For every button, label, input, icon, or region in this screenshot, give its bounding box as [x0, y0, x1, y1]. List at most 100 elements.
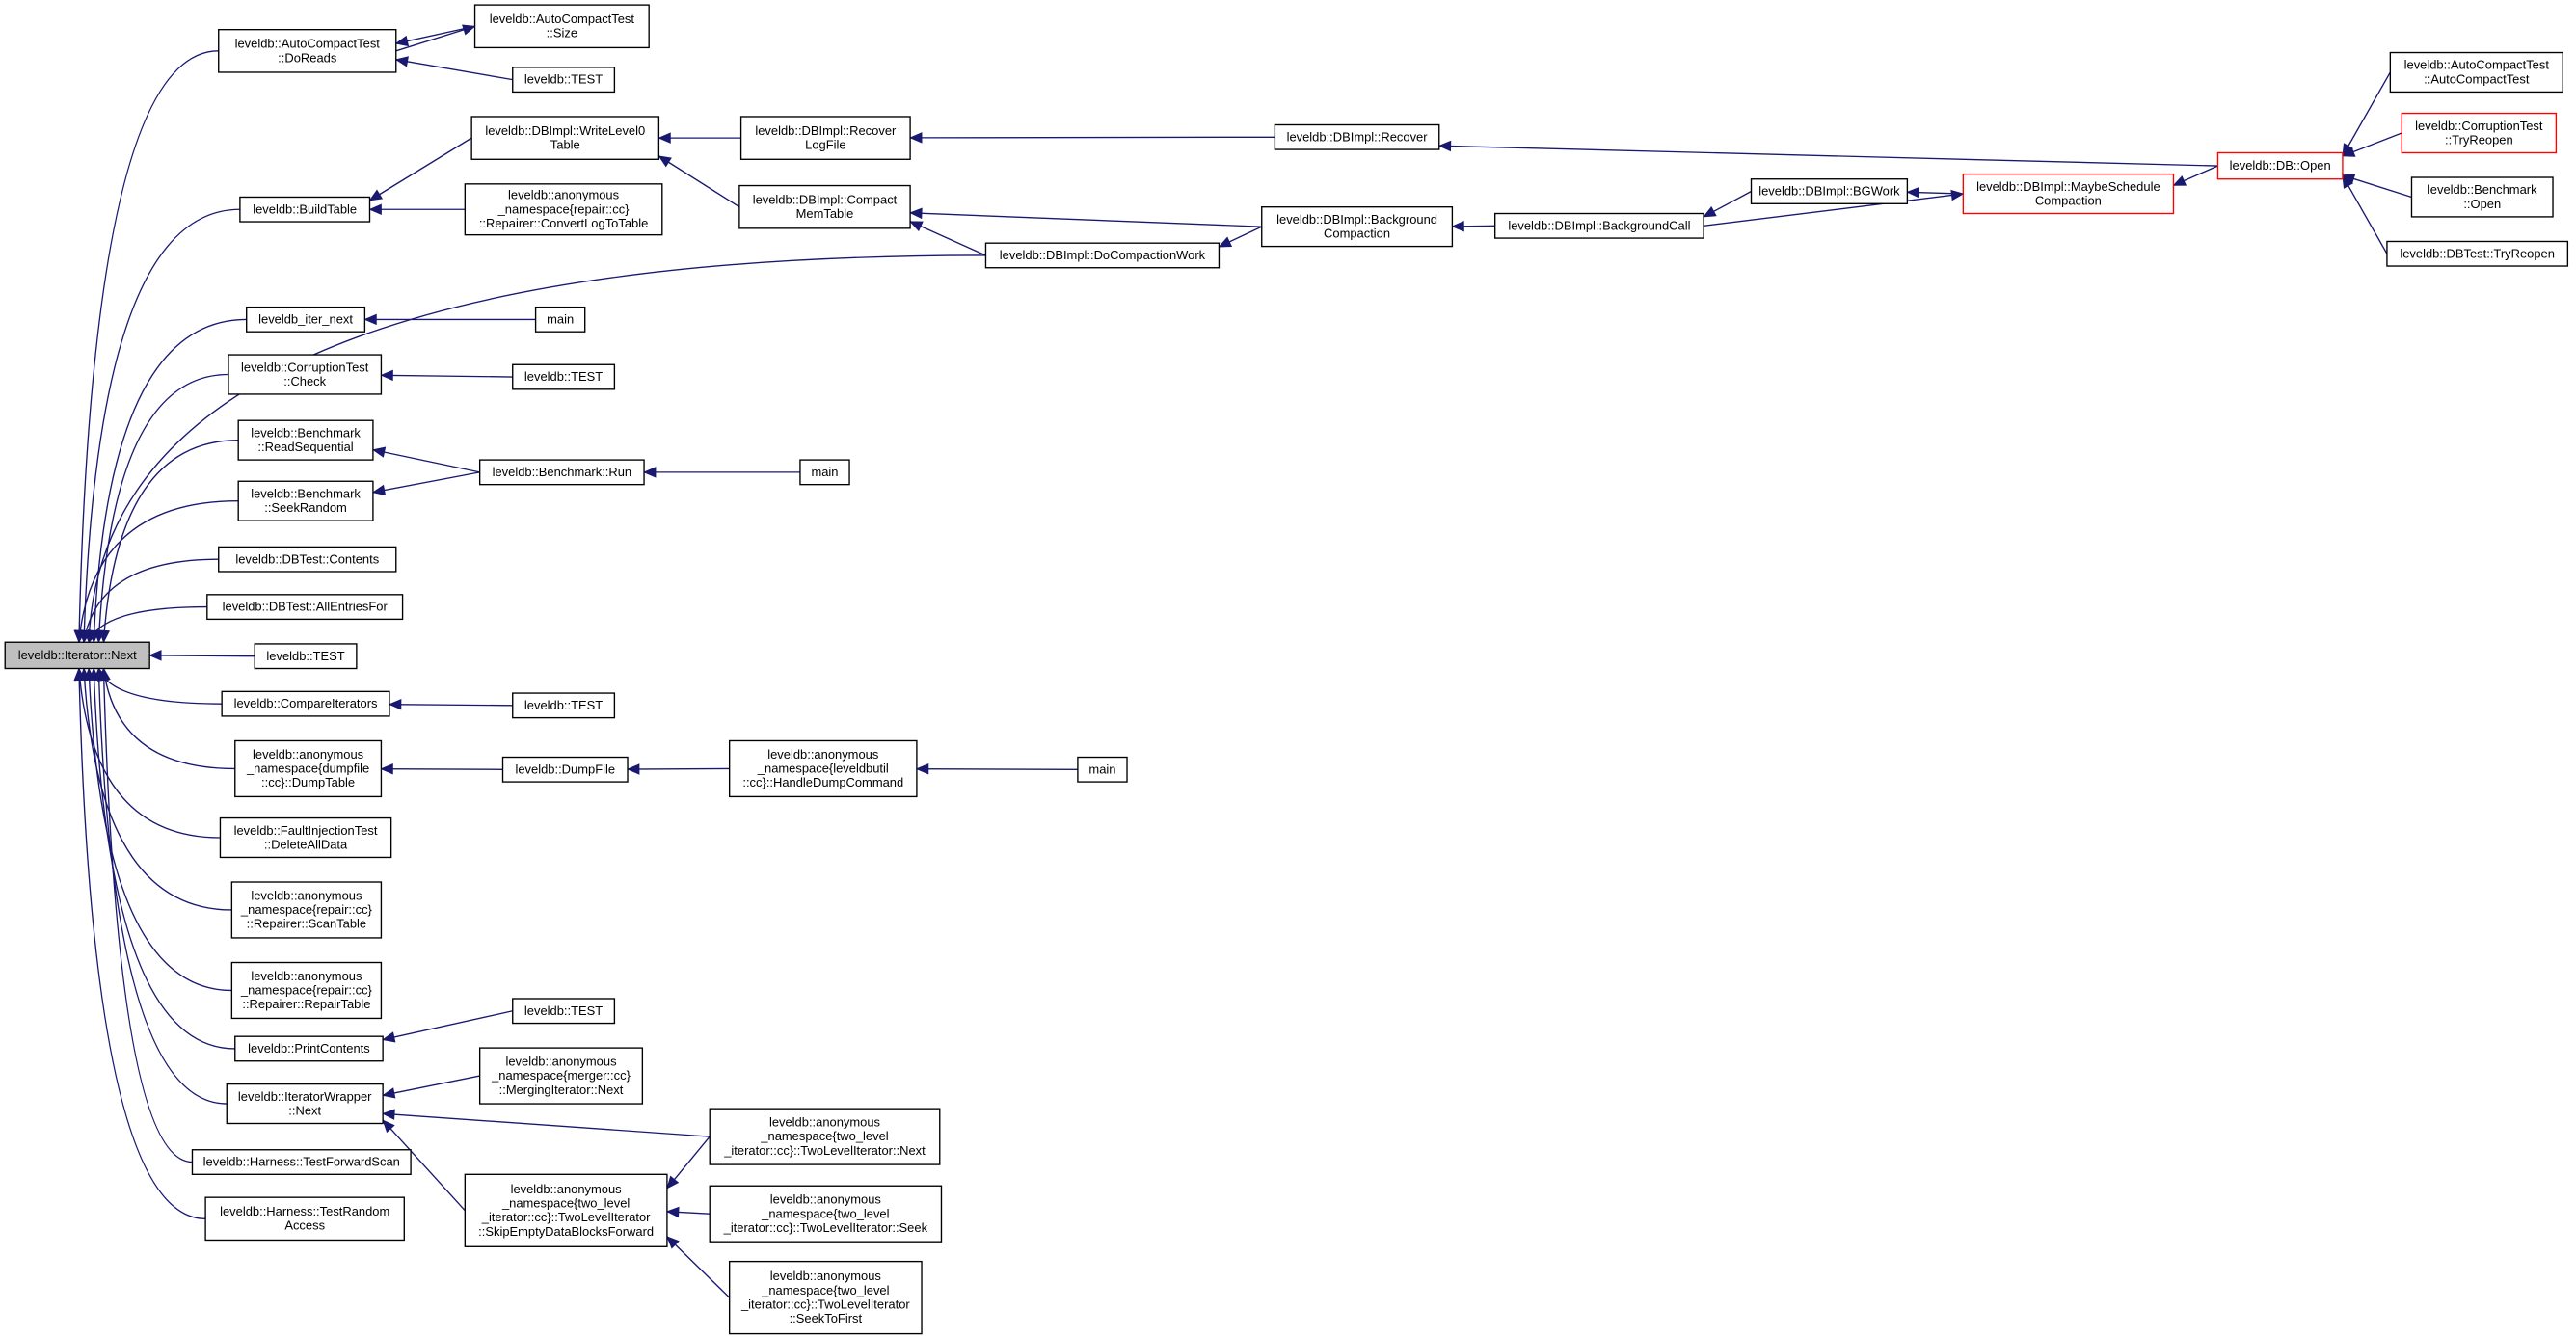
node-box [2389, 51, 2563, 94]
edge-randaccess-to-next [78, 668, 206, 1219]
node-label: ::Size [547, 26, 577, 40]
node-seekrandom[interactable]: leveldb::Benchmark::SeekRandom [237, 480, 374, 521]
node-contents[interactable]: leveldb::DBTest::Contents [218, 546, 397, 573]
node-buildtable[interactable]: leveldb::BuildTable [239, 196, 371, 223]
node-label: ::DeleteAllData [264, 837, 348, 851]
node-label: _namespace{repair::cc} [240, 983, 373, 998]
node-allentries[interactable]: leveldb::DBTest::AllEntriesFor [206, 594, 404, 621]
node-compareit[interactable]: leveldb::CompareIterators [221, 690, 390, 717]
edge-benchopen-to-dbopen [2342, 174, 2412, 199]
edge-tlnext-to-itwrapper [383, 1112, 711, 1137]
node-label: _namespace{two_level [501, 1196, 630, 1211]
node-ctreopen[interactable]: leveldb::CorruptionTest::TryReopen [2401, 112, 2558, 154]
node-label: main [1088, 762, 1115, 776]
node-repairtable[interactable]: leveldb::anonymous_namespace{repair::cc}… [230, 961, 383, 1020]
node-label: leveldb::anonymous [508, 188, 619, 202]
node-doreads[interactable]: leveldb::AutoCompactTest::DoReads [218, 28, 397, 73]
node-dbopen[interactable]: leveldb::DB::Open [2216, 151, 2344, 180]
node-label: ::ReadSequential [257, 440, 353, 454]
node-size[interactable]: leveldb::AutoCompactTest::Size [473, 4, 650, 49]
node-box [1077, 756, 1128, 783]
node-test1[interactable]: leveldb::TEST [512, 67, 616, 94]
node-box [218, 546, 397, 573]
node-box [709, 1185, 943, 1243]
node-box [478, 459, 645, 486]
edge-seekrandom-to-next [78, 500, 239, 643]
node-main1[interactable]: main [534, 306, 586, 333]
node-readseq[interactable]: leveldb::Benchmark::ReadSequential [237, 419, 374, 461]
node-label: ::Check [283, 374, 326, 388]
node-scantable[interactable]: leveldb::anonymous_namespace{repair::cc}… [230, 881, 383, 939]
edge-repairtable-to-next [88, 668, 232, 992]
node-bgwork[interactable]: leveldb::DBImpl::BGWork [1750, 178, 1909, 204]
arrowhead-icon [148, 650, 162, 661]
node-recover[interactable]: leveldb::DBImpl::Recover [1274, 123, 1440, 150]
node-label: leveldb::Benchmark [251, 425, 361, 440]
arrowhead-icon [909, 221, 924, 232]
node-label: leveldb::Iterator::Next [18, 648, 137, 662]
arrowhead-icon [394, 56, 409, 67]
node-box [512, 998, 616, 1025]
edge-tlseekfirst-to-skipempty [666, 1236, 731, 1298]
node-skipempty[interactable]: leveldb::anonymous_namespace{two_level_i… [464, 1173, 668, 1247]
arrowhead-icon [368, 203, 382, 216]
node-bgcall[interactable]: leveldb::DBImpl::BackgroundCall [1494, 212, 1704, 239]
node-box [4, 641, 150, 670]
edge-test2-to-ctcheck [381, 374, 513, 378]
arrowhead-icon [657, 155, 672, 168]
node-handledump[interactable]: leveldb::anonymous_namespace{leveldbutil… [728, 739, 918, 798]
arrowhead-icon [368, 189, 384, 201]
node-act[interactable]: leveldb::AutoCompactTest::AutoCompactTes… [2389, 51, 2563, 94]
node-fwdscan[interactable]: leveldb::Harness::TestForwardScan [191, 1149, 412, 1175]
node-printcontents[interactable]: leveldb::PrintContents [234, 1035, 384, 1062]
node-benchrun[interactable]: leveldb::Benchmark::Run [478, 459, 645, 486]
arrowhead-icon [98, 629, 111, 644]
node-label: leveldb::Harness::TestForwardScan [203, 1155, 400, 1169]
node-test2[interactable]: leveldb::TEST [512, 363, 616, 390]
node-tlseekfirst[interactable]: leveldb::anonymous_namespace{two_level_i… [728, 1260, 923, 1335]
node-benchopen[interactable]: leveldb::Benchmark::Open [2410, 176, 2554, 218]
node-tlnext[interactable]: leveldb::anonymous_namespace{two_level_i… [709, 1108, 941, 1165]
node-label: _namespace{repair::cc} [497, 201, 631, 216]
arrowhead-icon [666, 1175, 680, 1190]
node-main3[interactable]: main [1077, 756, 1128, 783]
node-next[interactable]: leveldb::Iterator::Next [4, 641, 150, 670]
node-itwrapper[interactable]: leveldb::IteratorWrapper::Next [226, 1083, 384, 1125]
edge-contents-to-next [83, 558, 219, 643]
edge-merging-to-itwrapper [382, 1075, 480, 1097]
edge-bgcall-to-maybesched [1704, 193, 1964, 227]
node-test4[interactable]: leveldb::TEST [512, 998, 616, 1025]
node-box [237, 480, 374, 521]
node-convlog[interactable]: leveldb::anonymous_namespace{repair::cc}… [464, 183, 663, 236]
node-box [1750, 178, 1909, 204]
node-label: main [811, 465, 838, 479]
edge-doreads-to-size [395, 25, 475, 52]
node-docompaction[interactable]: leveldb::DBImpl::DoCompactionWork [984, 242, 1221, 269]
node-label: LogFile [805, 138, 845, 152]
node-merging[interactable]: leveldb::anonymous_namespace{merger::cc}… [478, 1047, 644, 1105]
node-label: ::cc}::HandleDumpCommand [742, 775, 903, 789]
node-dumptable[interactable]: leveldb::anonymous_namespace{dumpfile::c… [234, 739, 383, 798]
node-label: ::Repairer::ScanTable [247, 917, 366, 931]
node-dumpfile[interactable]: leveldb::DumpFile [501, 756, 629, 783]
node-tlseek[interactable]: leveldb::anonymous_namespace{two_level_i… [709, 1185, 943, 1243]
node-test3[interactable]: leveldb::TEST [254, 643, 358, 670]
edge-doreads-to-next [78, 50, 219, 643]
node-ctcheck[interactable]: leveldb::CorruptionTest::Check [228, 354, 383, 395]
node-test5[interactable]: leveldb::TEST [512, 692, 616, 719]
node-deleteall[interactable]: leveldb::FaultInjectionTest::DeleteAllDa… [219, 816, 392, 859]
arrowhead-icon [382, 1109, 395, 1120]
node-dbtreopen[interactable]: leveldb::DBTest::TryReopen [2386, 240, 2569, 267]
node-iternext[interactable]: leveldb_iter_next [246, 306, 366, 333]
arrowhead-icon [642, 467, 657, 478]
node-main2[interactable]: main [799, 459, 850, 486]
arrowhead-icon [98, 667, 110, 682]
arrowhead-icon [657, 132, 671, 144]
node-label: leveldb::DBTest::TryReopen [2400, 246, 2555, 260]
